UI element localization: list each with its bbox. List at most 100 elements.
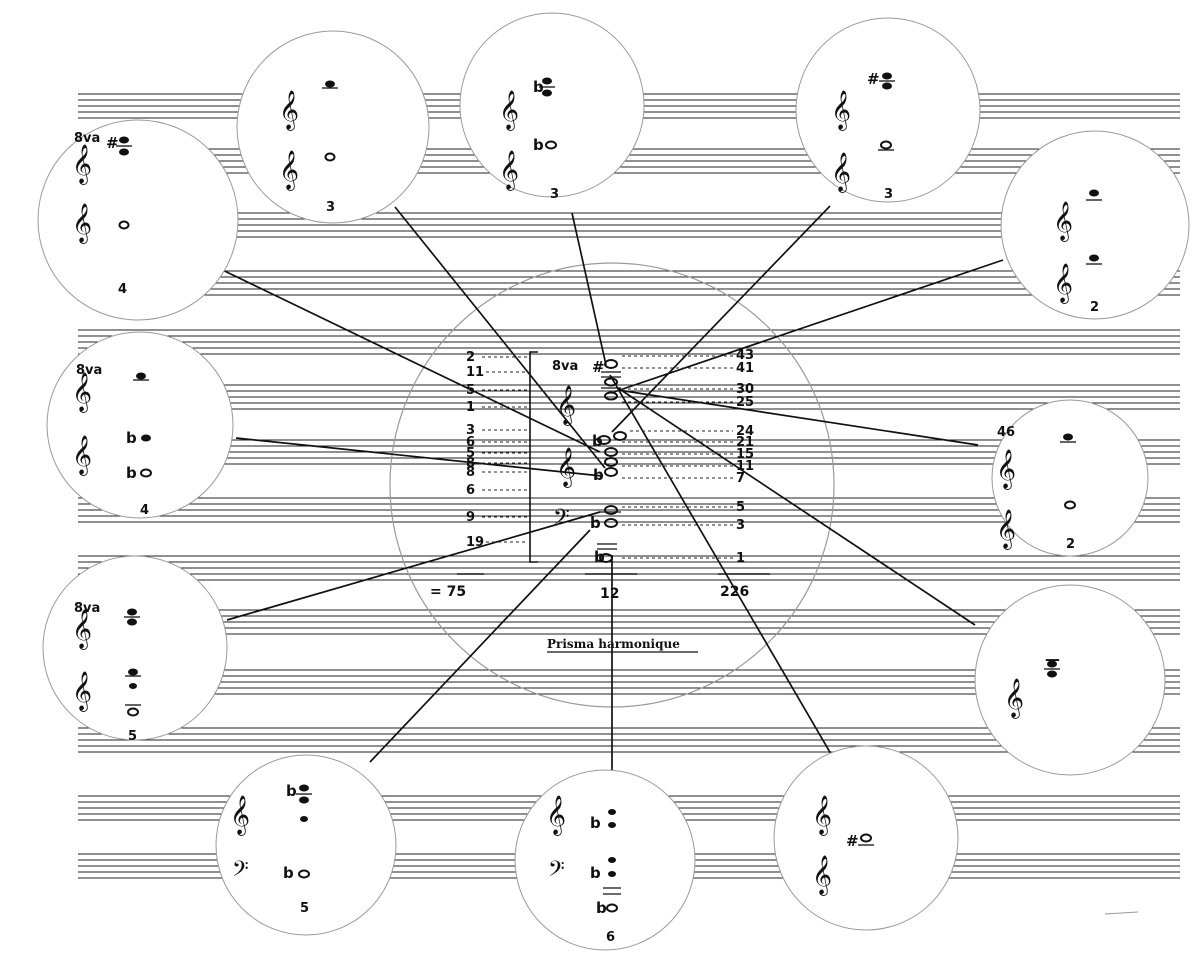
- svg-text:b: b: [126, 464, 137, 482]
- right-partial-number: 15: [736, 447, 754, 462]
- ray-left-lower: [226, 511, 601, 621]
- left-partial-number: 9: [466, 510, 475, 525]
- left-partial-number: 1: [466, 400, 475, 415]
- svg-text:b: b: [283, 864, 294, 882]
- right-partial-number: 7: [736, 471, 745, 486]
- satellite-circle: [974, 584, 1166, 776]
- satellite-circle: [37, 119, 239, 321]
- svg-text:#: #: [846, 832, 859, 850]
- svg-text:b: b: [590, 814, 601, 832]
- ray-bottom-left: [369, 529, 591, 763]
- chord-notes: [597, 359, 627, 563]
- prism-title: Prisma harmonique: [547, 637, 680, 651]
- satellite-number-top-left: 3: [326, 200, 335, 215]
- right-partial-number: 21: [736, 435, 754, 450]
- satellite-number-right-upper: 2: [1090, 300, 1099, 315]
- svg-text:𝄞: 𝄞: [72, 671, 92, 712]
- satellite-mark-right-middle: 46: [997, 425, 1015, 440]
- connection-rays: [209, 205, 1004, 791]
- svg-text:b: b: [533, 136, 544, 154]
- right-partial-number: 5: [736, 500, 745, 515]
- svg-text:8va: 8va: [74, 131, 100, 146]
- ray-right-lower: [617, 387, 976, 626]
- flat-icon: b: [590, 514, 601, 532]
- system-bracket: [529, 351, 538, 563]
- satellite-number-right-middle: 2: [1066, 537, 1075, 552]
- treble-clef-icon: 𝄞: [556, 385, 576, 426]
- satellite-circle: [215, 754, 397, 936]
- satellite-number-bottom-center: 6: [606, 930, 615, 945]
- right-partial-number: 3: [736, 518, 745, 533]
- svg-text:𝄞: 𝄞: [279, 90, 299, 131]
- svg-text:𝄞: 𝄞: [1053, 201, 1073, 242]
- total-right: 226: [720, 584, 749, 600]
- svg-text:𝄞: 𝄞: [499, 90, 519, 131]
- svg-text:𝄞: 𝄞: [72, 144, 92, 185]
- central-prism: 𝄞 𝄞 𝄢 8va # b b b b: [430, 348, 770, 653]
- bass-clef-icon: 𝄢: [553, 505, 570, 535]
- svg-text:𝄞: 𝄞: [812, 855, 832, 896]
- svg-text:b: b: [590, 864, 601, 882]
- right-partial-number: 11: [736, 459, 754, 474]
- right-partial-number: 25: [736, 395, 754, 410]
- svg-text:𝄞: 𝄞: [812, 795, 832, 836]
- right-partial-number: 1: [736, 551, 745, 566]
- ray-top-center: [571, 212, 607, 366]
- svg-text:#: #: [867, 70, 880, 88]
- svg-text:𝄞: 𝄞: [831, 152, 851, 193]
- satellite-circle: [46, 331, 234, 519]
- satellite-circle: [991, 399, 1149, 557]
- svg-text:𝄞: 𝄞: [72, 435, 92, 476]
- treble-clef-icon: 𝄞: [556, 447, 576, 488]
- svg-text:8va: 8va: [76, 363, 102, 378]
- left-partial-number: 8: [466, 456, 475, 471]
- svg-text:—: —: [1045, 650, 1060, 668]
- satellite-circle: [42, 555, 228, 741]
- satellite-number-left-middle: 4: [140, 503, 149, 518]
- svg-text:𝄞: 𝄞: [72, 203, 92, 244]
- left-partial-number: 6: [466, 435, 475, 450]
- svg-text:𝄞: 𝄞: [1053, 263, 1073, 304]
- svg-text:𝄞: 𝄞: [1004, 678, 1024, 719]
- svg-text:𝄞: 𝄞: [279, 150, 299, 191]
- satellite-circle: [236, 30, 430, 224]
- ray-right-upper: [613, 259, 1004, 393]
- svg-text:𝄞: 𝄞: [546, 795, 566, 836]
- left-partial-number: 3: [466, 423, 475, 438]
- satellite-number-left-upper: 4: [118, 282, 127, 297]
- total-center: 12: [600, 586, 619, 602]
- left-partial-number: 11: [466, 365, 484, 380]
- left-partial-number: 19: [466, 535, 484, 550]
- satellite-circle: [514, 769, 696, 951]
- left-partial-number: 6: [466, 483, 475, 498]
- satellite-circle: [773, 745, 959, 931]
- svg-text:b: b: [533, 78, 544, 96]
- satellite-number-top-center: 3: [550, 187, 559, 202]
- flat-icon: b: [593, 466, 604, 484]
- svg-text:𝄞: 𝄞: [230, 795, 250, 836]
- satellite-number-left-lower: 5: [128, 729, 137, 744]
- svg-text:b: b: [286, 782, 297, 800]
- ray-bottom-right: [609, 374, 853, 791]
- svg-text:#: #: [106, 134, 119, 152]
- left-partial-number: 8: [466, 465, 475, 480]
- left-partial-number: 5: [466, 446, 475, 461]
- right-partial-number: 43: [736, 348, 754, 363]
- satellite-number-bottom-left: 5: [300, 901, 309, 916]
- paper-mark: [1104, 911, 1139, 915]
- ray-right-middle: [617, 389, 979, 446]
- sharp-icon: #: [592, 358, 605, 376]
- svg-text:𝄞: 𝄞: [831, 90, 851, 131]
- svg-text:𝄢: 𝄢: [548, 857, 565, 887]
- ray-top-left: [394, 206, 606, 469]
- ray-left-middle: [235, 437, 603, 477]
- total-left: = 75: [430, 584, 466, 600]
- svg-text:𝄞: 𝄞: [499, 150, 519, 191]
- left-partial-number: 2: [466, 350, 475, 365]
- svg-text:𝄞: 𝄞: [72, 372, 92, 413]
- satellite-number-top-right: 3: [884, 187, 893, 202]
